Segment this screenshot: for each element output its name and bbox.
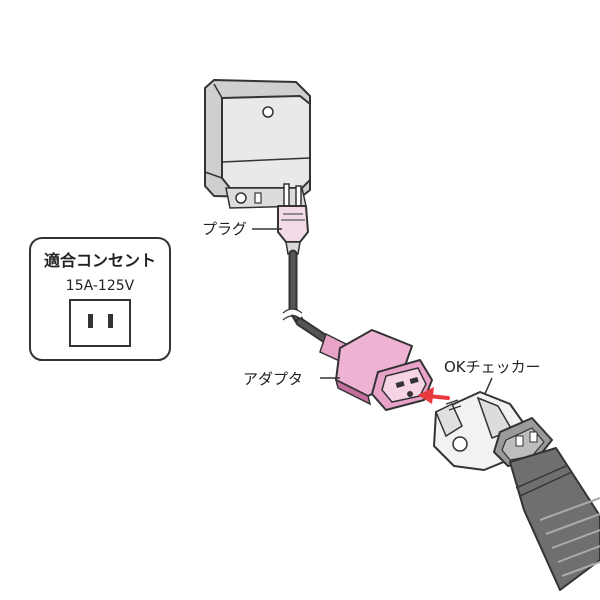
- adapter: [319, 329, 433, 411]
- outlet-box-rating: 15A-125V: [66, 278, 135, 294]
- checker-cable: [509, 447, 600, 591]
- plug: [277, 183, 309, 255]
- power-device: [204, 79, 311, 209]
- compatible-outlet-box: 適合コンセント 15A-125V: [29, 237, 171, 361]
- power-cord: [281, 249, 341, 351]
- outlet-icon: [69, 299, 131, 347]
- indicator-icon: [254, 192, 262, 204]
- outlet-box-title: 適合コンセント: [44, 251, 156, 270]
- insert-arrow-icon: [418, 387, 450, 404]
- ok-checker: [433, 391, 553, 471]
- ok-checker-label: OKチェッカー: [444, 358, 541, 376]
- plug-label: プラグ: [202, 220, 247, 238]
- ok-checker-leader-line: [483, 377, 493, 397]
- adapter-label: アダプタ: [243, 370, 303, 388]
- dial-icon: [235, 192, 247, 204]
- check-button-icon: [452, 436, 468, 452]
